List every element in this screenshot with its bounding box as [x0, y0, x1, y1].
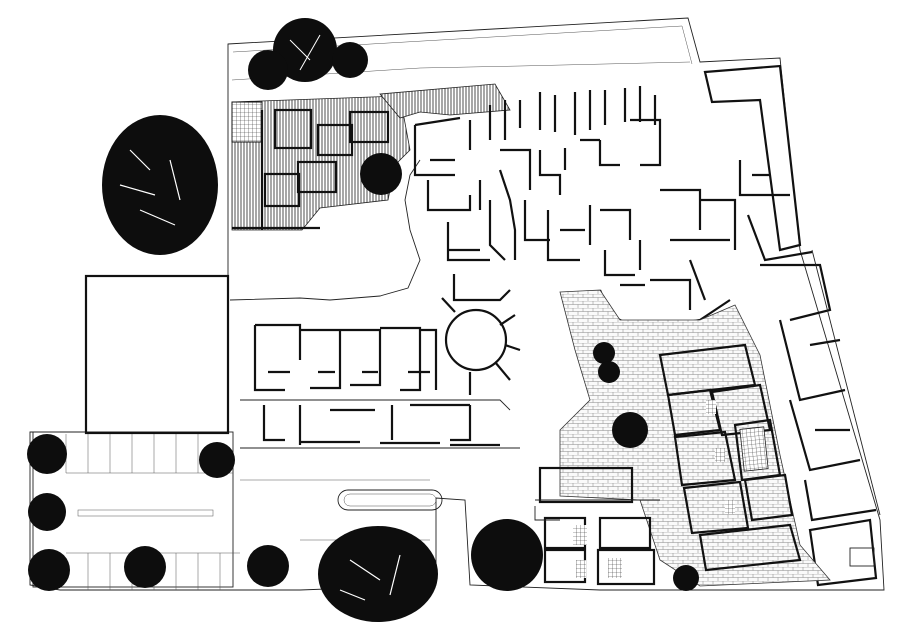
- tree-large-northwest: [102, 115, 218, 255]
- tree-cluster-north: [248, 18, 368, 90]
- drop-off-loop: [337, 489, 443, 511]
- residential-units: [658, 343, 802, 572]
- tree-parking-1: [27, 434, 67, 474]
- tree-large-south: [318, 526, 438, 622]
- paved-courtyard: [559, 289, 831, 587]
- residential-cluster-south: [534, 466, 660, 586]
- tree-courtyard-medium: [612, 412, 648, 448]
- tree-courtyard-small-2: [598, 361, 620, 383]
- east-wing: [703, 64, 881, 587]
- large-building-block: [84, 274, 230, 435]
- trees: [27, 18, 699, 622]
- tree-south-middle: [471, 519, 543, 591]
- tree-parking-5: [199, 442, 235, 478]
- tree-parking-3: [28, 549, 70, 591]
- tree-courtyard: [360, 153, 402, 195]
- tree-parking-2: [28, 493, 66, 531]
- tree-courtyard-small-1: [593, 342, 615, 364]
- upper-left-wing: [231, 83, 511, 231]
- tree-parking-6: [247, 545, 289, 587]
- tree-southeast: [673, 565, 699, 591]
- tree-parking-4: [124, 546, 166, 588]
